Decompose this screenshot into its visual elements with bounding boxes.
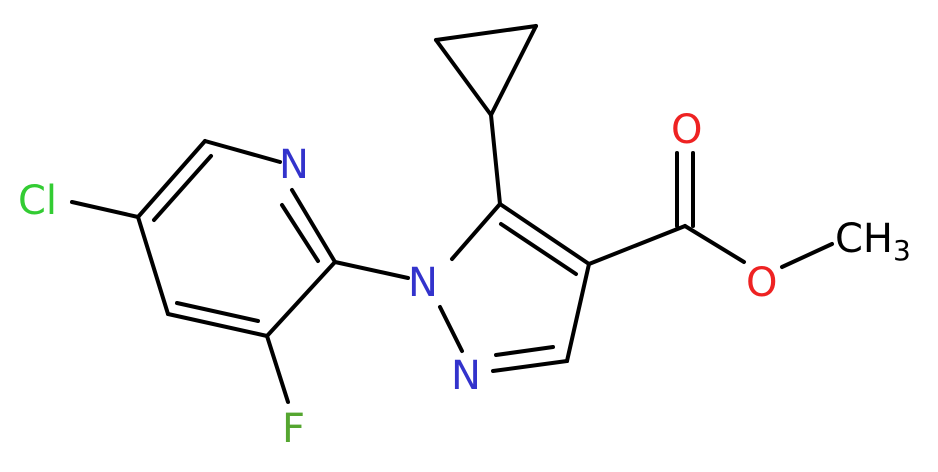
bond-c3-c4-inner bbox=[175, 301, 260, 323]
bond-c5p-cyclopropyl bbox=[489, 113, 502, 206]
bond-cyclopropyl-b bbox=[434, 24, 538, 42]
pyridine-nitrogen-label: N bbox=[279, 142, 309, 188]
bond-n-c2-inner bbox=[280, 203, 320, 263]
bond-c4p-c3p bbox=[565, 262, 591, 363]
bond-c6-n bbox=[203, 139, 282, 164]
bond-c2-c3 bbox=[265, 260, 337, 338]
methyl-group-label: CH3 bbox=[835, 216, 911, 267]
bond-c5-cl bbox=[70, 200, 140, 219]
pyrazole-n1-label: N bbox=[408, 260, 438, 306]
bond-oester-methyl bbox=[780, 242, 834, 269]
methyl-ch-text: CH bbox=[835, 216, 893, 262]
methyl-subscript: 3 bbox=[893, 234, 911, 267]
bond-cyclopropyl-a bbox=[434, 38, 493, 117]
bond-cyclopropyl-c bbox=[489, 24, 538, 117]
bond-c3p-n2 bbox=[491, 359, 569, 373]
pyrazole-n2-label: N bbox=[451, 353, 481, 399]
chlorine-atom-label: Cl bbox=[18, 178, 57, 224]
ester-oxygen-label: O bbox=[746, 260, 777, 306]
bond-n1-c5p bbox=[450, 202, 502, 261]
bond-c5p-c4p-inner bbox=[499, 222, 578, 276]
bond-c5-c6 bbox=[136, 139, 207, 219]
bond-c3-c4 bbox=[166, 312, 269, 338]
bond-ccarbonyl-oester bbox=[683, 224, 746, 264]
bond-n2-n1 bbox=[438, 305, 464, 353]
bond-c5p-c4p bbox=[498, 202, 591, 266]
bond-c3p-n2-inner bbox=[494, 345, 555, 357]
bond-c5-c6-inner bbox=[152, 154, 213, 222]
bond-n-c2 bbox=[290, 188, 337, 264]
bond-c4-c5 bbox=[136, 215, 170, 316]
fluorine-atom-label: F bbox=[282, 406, 305, 452]
bond-c3-f bbox=[265, 334, 290, 404]
carbonyl-oxygen-label: O bbox=[671, 107, 702, 153]
bond-c4p-ccarbonyl bbox=[587, 224, 687, 266]
bond-c2-n1 bbox=[333, 260, 410, 280]
